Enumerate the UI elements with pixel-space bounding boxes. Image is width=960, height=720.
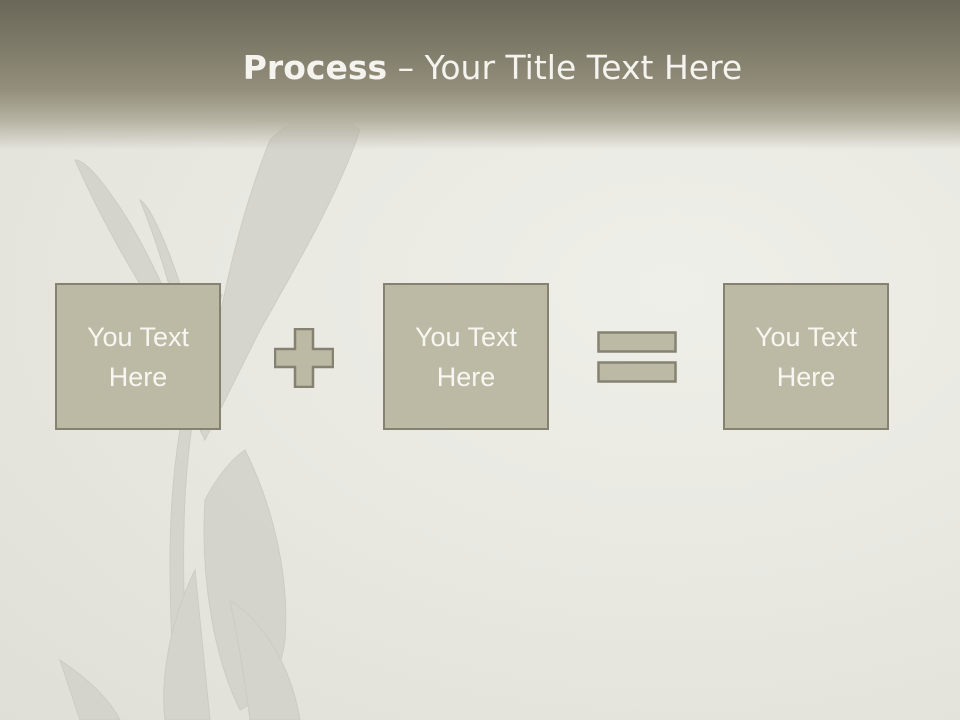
equals-icon — [597, 331, 677, 383]
process-box-3-line1: You Text — [754, 321, 858, 352]
process-box-2-line2: Here — [436, 361, 496, 392]
title-bold: Process — [242, 48, 388, 87]
process-box-3-line2: Here — [776, 361, 836, 392]
process-box-1-line1: You Text — [86, 321, 190, 352]
plus-icon — [274, 328, 334, 388]
process-box-2-line1: You Text — [414, 321, 518, 352]
slide-title: Process – Your Title Text Here — [0, 48, 960, 87]
process-box-1-line2: Here — [108, 361, 168, 392]
title-text: – Your Title Text Here — [387, 48, 743, 87]
title-banner — [0, 0, 960, 150]
